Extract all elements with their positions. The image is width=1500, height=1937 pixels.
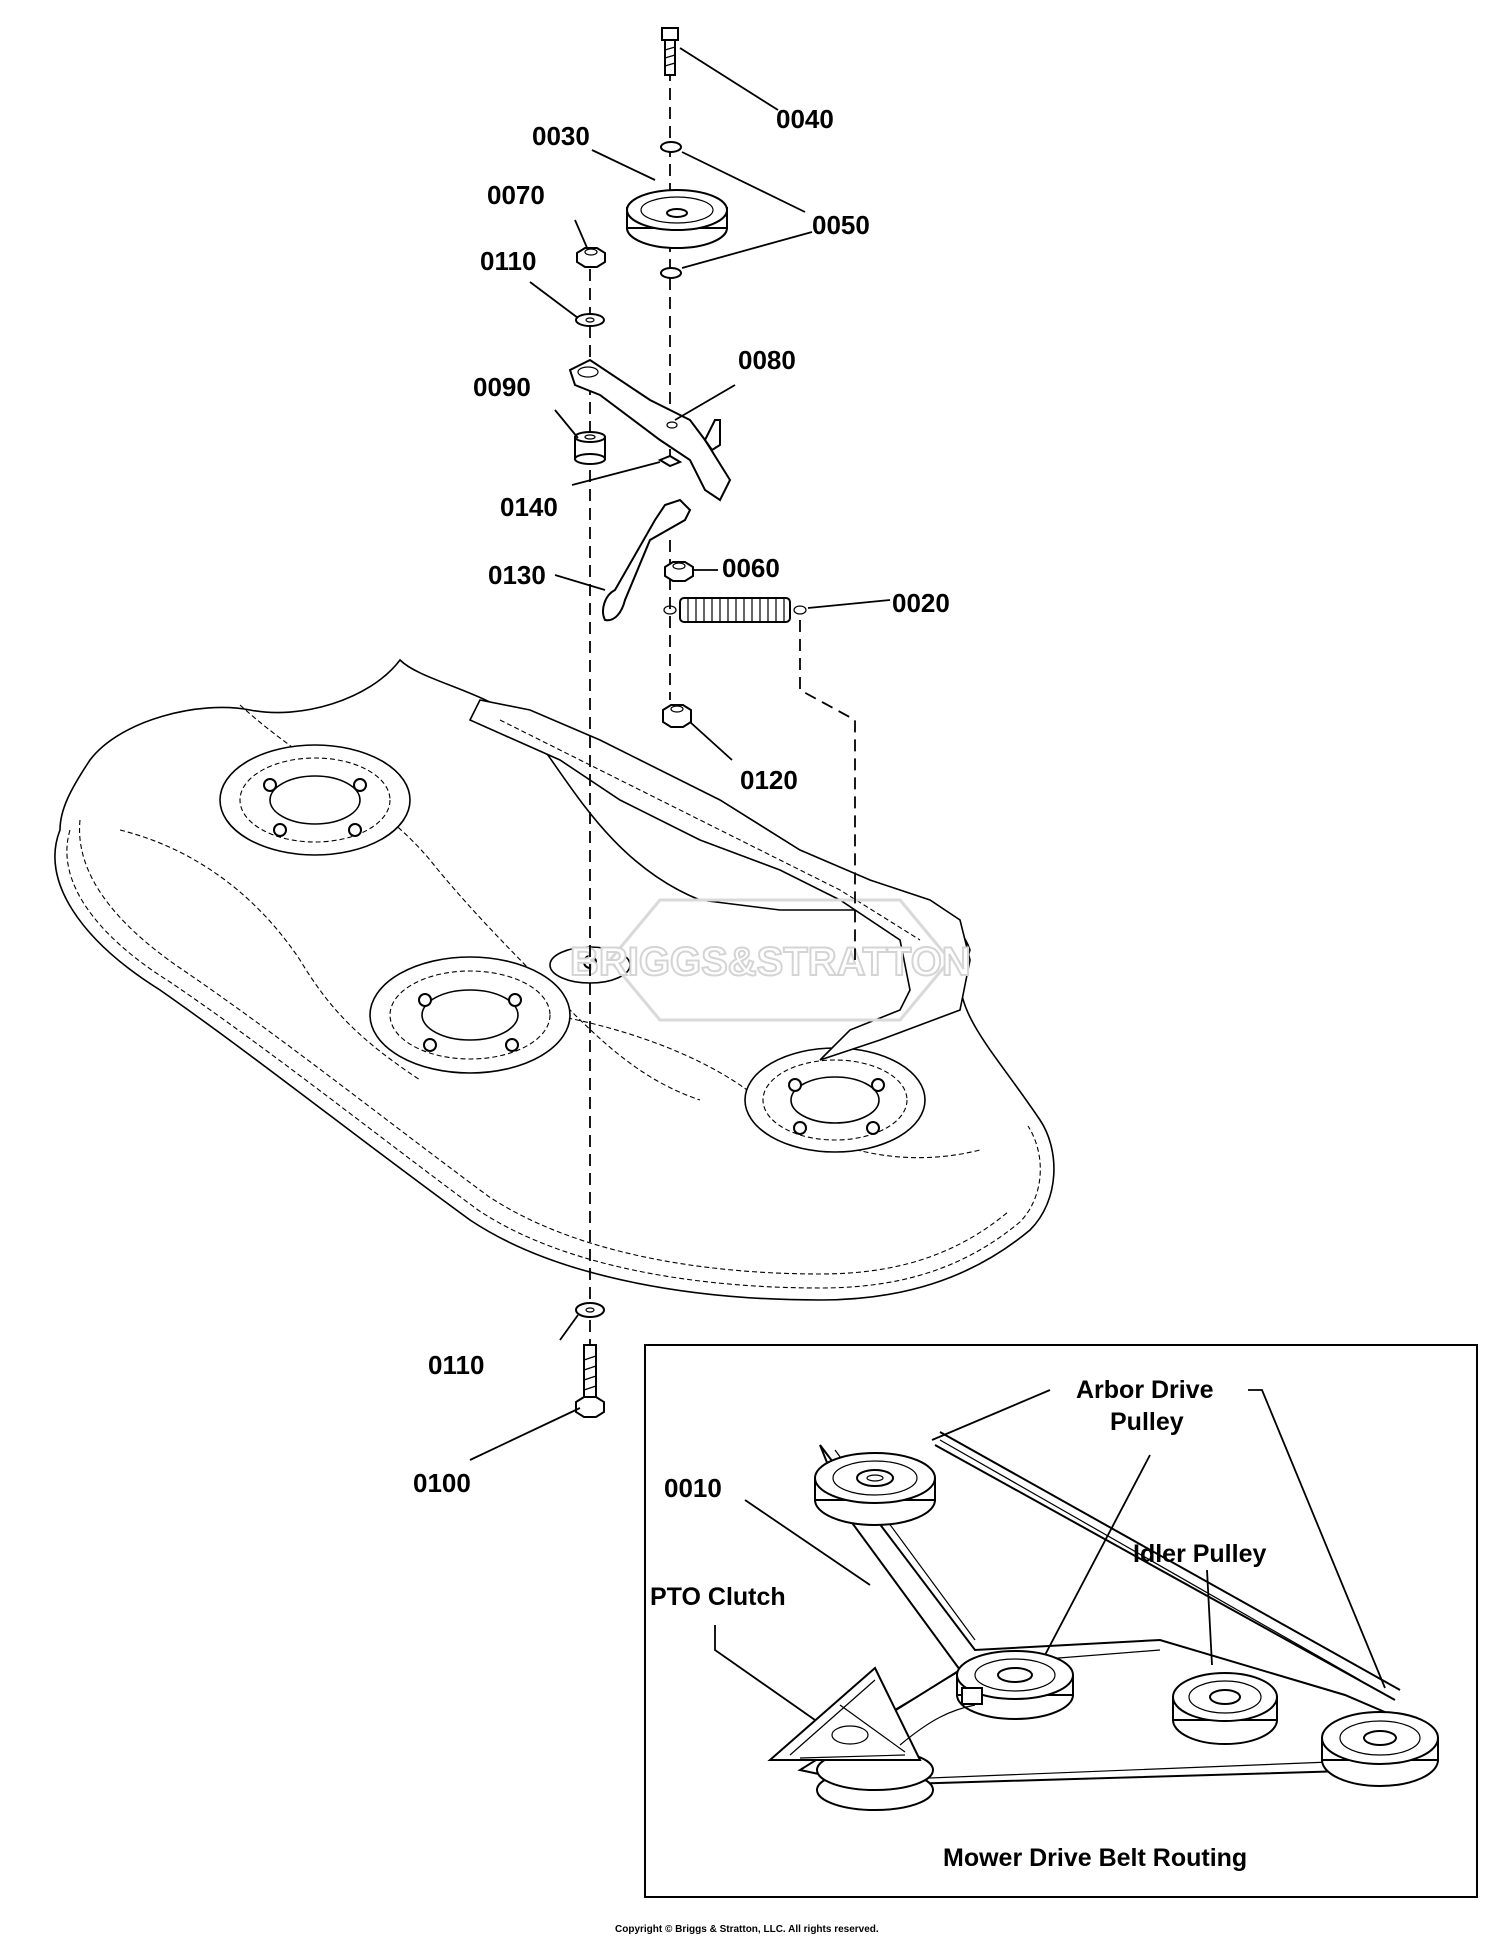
lever-0130	[602, 498, 692, 622]
bolt-0100	[575, 1344, 605, 1418]
callout-0140: 0140	[500, 492, 558, 522]
spring-0020	[663, 597, 807, 623]
callout-0030: 0030	[532, 121, 590, 151]
pto-clutch	[767, 1666, 983, 1811]
callout-0110-bottom: 0110	[428, 1350, 484, 1380]
copyright-notice: Copyright © Briggs & Stratton, LLC. All …	[615, 1924, 879, 1935]
nut-0060	[664, 561, 694, 582]
clip-0140	[657, 454, 683, 468]
inset-frame	[644, 1344, 1478, 1898]
washer-0110-top	[575, 313, 605, 327]
callout-0080: 0080	[738, 345, 796, 375]
mower-deck-housing: BRIGGS&STRATTON	[54, 658, 1055, 1301]
inset-label-pto: PTO Clutch	[650, 1583, 786, 1611]
washer-0050-top	[660, 141, 682, 153]
callout-0100: 0100	[413, 1468, 471, 1498]
spacer-0090	[574, 431, 606, 465]
inset-label-idler: Idler Pulley	[1133, 1540, 1266, 1568]
belt-routing-inset: Arbor Drive Pulley Idler Pulley PTO Clut…	[644, 1344, 1478, 1898]
arbor-pulley-middle	[956, 1650, 1074, 1720]
idler-pulley-0030	[626, 189, 728, 249]
callout-0010: 0010	[664, 1473, 722, 1503]
right-spindle	[744, 1047, 926, 1153]
watermark: BRIGGS&STRATTON	[570, 940, 971, 984]
idler-pulley-inset	[1172, 1672, 1278, 1745]
callout-0020: 0020	[892, 588, 950, 618]
callout-0110-top: 0110	[480, 246, 536, 276]
arbor-pulley-top	[814, 1452, 936, 1526]
nut-0070	[576, 247, 606, 268]
inset-label-arbor-line1: Arbor Drive	[1076, 1376, 1214, 1404]
callout-0040: 0040	[776, 104, 834, 134]
callout-0130: 0130	[488, 560, 546, 590]
inset-label-arbor-line2: Pulley	[1110, 1408, 1184, 1436]
callout-0070: 0070	[487, 180, 545, 210]
idler-arm-0080	[568, 358, 732, 502]
callout-0090: 0090	[473, 372, 531, 402]
callout-0060: 0060	[722, 553, 780, 583]
washer-0110-bottom	[575, 1302, 605, 1318]
washer-0050-bottom	[660, 267, 682, 279]
callout-0050: 0050	[812, 210, 870, 240]
inset-caption: Mower Drive Belt Routing	[943, 1844, 1247, 1872]
left-spindle	[219, 744, 411, 856]
callout-0120: 0120	[740, 765, 798, 795]
arbor-pulley-right	[1321, 1711, 1439, 1787]
center-spindle	[369, 956, 571, 1074]
bolt-0040	[661, 27, 679, 76]
belt-shield-plate	[468, 699, 971, 1061]
nut-0120	[662, 704, 692, 728]
